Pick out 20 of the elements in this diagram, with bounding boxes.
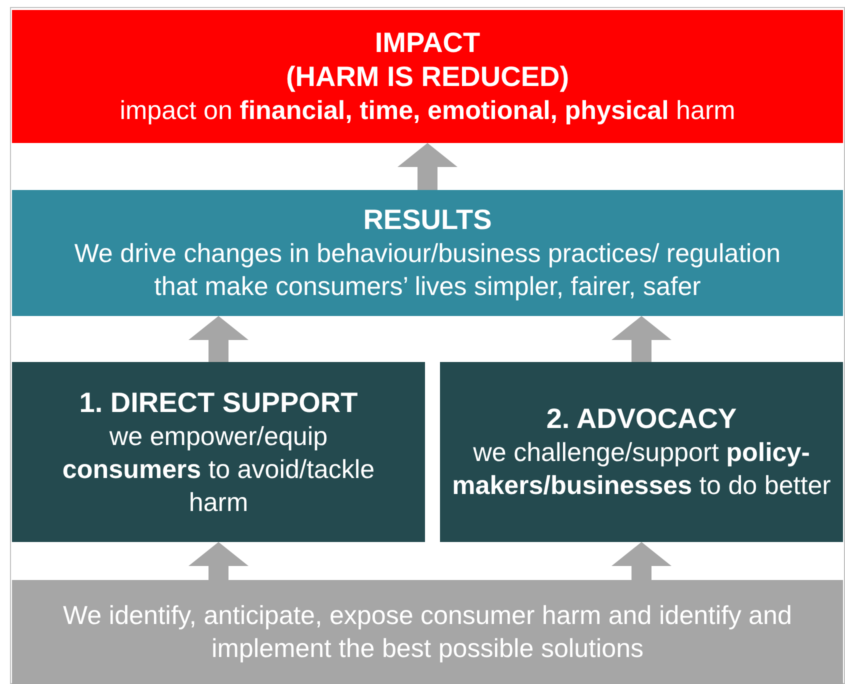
box-heading: 1. DIRECT SUPPORT <box>79 386 358 420</box>
box-heading: IMPACT <box>374 26 480 60</box>
block-arrow <box>612 542 672 580</box>
box-heading: 2. ADVOCACY <box>546 402 737 436</box>
direct-support-box <box>12 362 425 542</box>
box-description: We drive changes in behaviour/business practices/ regulation that make consumers’ lives simpler, fairer, safer <box>73 237 782 303</box>
box-description: We identify, anticipate, expose consumer harm and identify and implement the best possible solutions <box>62 599 793 665</box>
box-description: we challenge/support policy-makers/businesses to do better <box>451 436 832 502</box>
results-box <box>12 190 843 316</box>
advocacy-box <box>440 362 843 542</box>
box-description: impact on financial, time, emotional, physical harm <box>120 94 736 127</box>
block-arrow <box>188 316 248 362</box>
impact-box <box>12 10 843 143</box>
block-arrow <box>398 143 458 190</box>
block-arrow <box>188 542 248 580</box>
box-heading: (HARM IS REDUCED) <box>286 60 570 94</box>
box-heading: RESULTS <box>363 203 492 237</box>
foundation-box <box>12 580 843 684</box>
block-arrow <box>612 316 672 362</box>
box-description: we empower/equip consumers to avoid/tackle harm <box>61 420 376 518</box>
